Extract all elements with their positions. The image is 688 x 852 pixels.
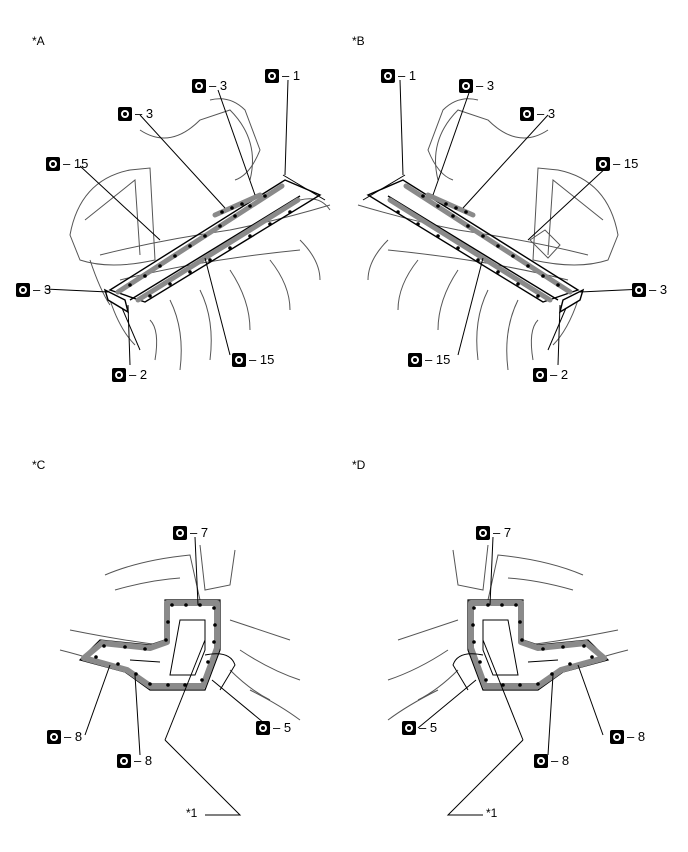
spot-weld-icon <box>596 156 610 171</box>
callout-b-1: – 1 <box>381 68 416 83</box>
panel-tag-c: *C <box>32 458 46 472</box>
spot-weld-icon <box>47 729 61 744</box>
spot-weld-icon <box>459 78 473 93</box>
panel-b-welds <box>396 194 560 298</box>
callout-a-3-left: – 3 <box>16 282 51 297</box>
callout-a-3-mid: – 3 <box>118 106 153 121</box>
callout-c-5: – 5 <box>256 720 291 735</box>
panel-b-sketch <box>357 98 619 371</box>
spot-weld-icon <box>632 282 646 297</box>
spot-weld-icon <box>112 367 126 382</box>
callout-a-15-left: – 15 <box>46 156 88 171</box>
panel-c-leaders <box>84 536 271 816</box>
spot-weld-icon <box>402 720 416 735</box>
spot-weld-icon <box>381 68 395 83</box>
panel-b-sealer <box>387 183 573 303</box>
spot-weld-icon <box>476 525 490 540</box>
spot-weld-icon <box>533 367 547 382</box>
panel-d-inner <box>452 619 559 691</box>
panel-tag-d: *D <box>352 458 366 472</box>
panel-a-sketch <box>69 98 331 371</box>
callout-a-2: – 2 <box>112 367 147 382</box>
spot-weld-icon <box>173 525 187 540</box>
callout-b-3-mid: – 3 <box>520 106 555 121</box>
panel-tag-b: *B <box>352 34 365 48</box>
panel-a-leaders <box>44 79 326 366</box>
callout-d-5: – 5 <box>402 720 437 735</box>
spot-weld-icon <box>534 753 548 768</box>
callout-c-7: – 7 <box>173 525 208 540</box>
spot-weld-icon <box>46 156 60 171</box>
reference-label-d: *1 <box>486 806 498 820</box>
callout-d-7: – 7 <box>476 525 511 540</box>
callout-d-8-bottom: – 8 <box>534 753 569 768</box>
spot-weld-icon <box>610 729 624 744</box>
callout-c-8-left: – 8 <box>47 729 82 744</box>
panel-c-inner <box>129 619 236 691</box>
callout-a-15-bottom: – 15 <box>232 352 274 367</box>
spot-weld-icon <box>408 352 422 367</box>
spot-weld-icon <box>232 352 246 367</box>
spot-weld-icon <box>16 282 30 297</box>
spot-weld-icon <box>118 106 132 121</box>
callout-b-3-top: – 3 <box>459 78 494 93</box>
callout-b-2: – 2 <box>533 367 568 382</box>
panel-a-welds <box>128 194 292 298</box>
callout-a-3-top: – 3 <box>192 78 227 93</box>
callout-b-3-right: – 3 <box>632 282 667 297</box>
spot-weld-icon <box>117 753 131 768</box>
spot-weld-icon <box>520 106 534 121</box>
spot-weld-icon <box>192 78 206 93</box>
panel-tag-a: *A <box>32 34 45 48</box>
spot-weld-icon <box>265 68 279 83</box>
panel-d-welds <box>471 603 594 687</box>
reference-label-c: *1 <box>186 806 198 820</box>
callout-a-1: – 1 <box>265 68 300 83</box>
panel-c-welds <box>94 603 217 687</box>
callout-c-8-bottom: – 8 <box>117 753 152 768</box>
panel-c-sealer <box>81 600 220 689</box>
panel-d-sealer <box>468 600 607 689</box>
panel-a-sealer <box>115 183 301 303</box>
panel-d-leaders <box>417 536 604 816</box>
panel-b-leaders <box>362 79 644 366</box>
spot-weld-icon <box>256 720 270 735</box>
callout-b-15-bottom: – 15 <box>408 352 450 367</box>
callout-d-8-right: – 8 <box>610 729 645 744</box>
callout-b-15-right: – 15 <box>596 156 638 171</box>
